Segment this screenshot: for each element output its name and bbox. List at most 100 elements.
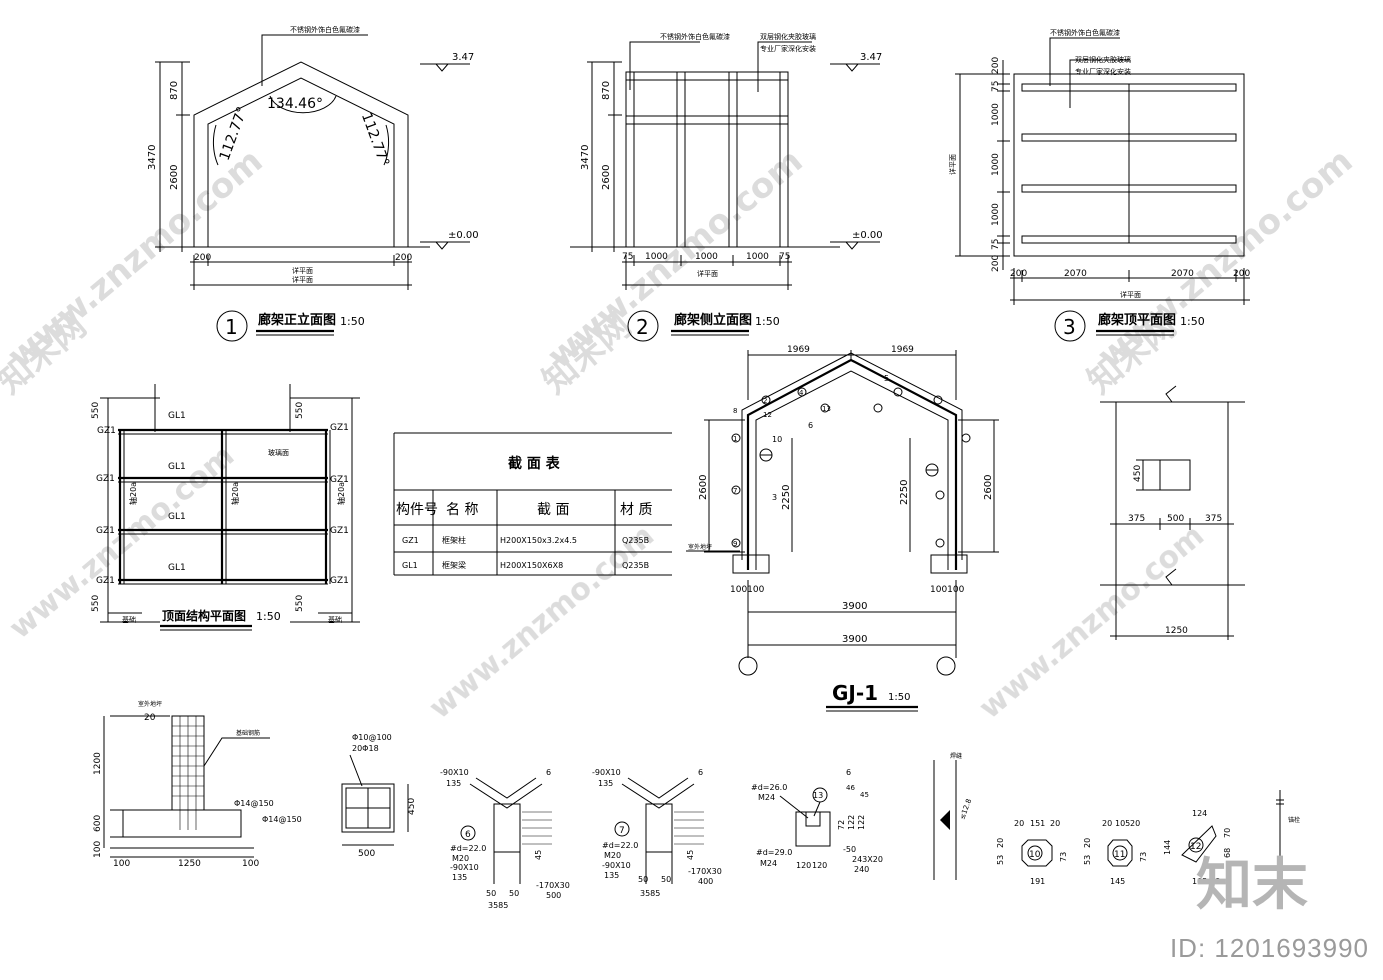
view-scale: 1:50 bbox=[1180, 315, 1205, 328]
watermark-site-6: www.znzmo.com bbox=[973, 518, 1211, 726]
glass-note: 玻璃面 bbox=[268, 448, 289, 457]
dim-top-1: 20 bbox=[1102, 819, 1112, 828]
side-note: 基础钢筋 bbox=[236, 729, 260, 737]
dim-bottom-2: 50 bbox=[661, 875, 671, 884]
bubble-8: 8 bbox=[733, 407, 737, 415]
base-plate: -170X30 bbox=[536, 881, 570, 890]
bubble-12: 12 bbox=[763, 411, 772, 419]
foot-label-left: 基础 bbox=[122, 615, 136, 624]
dim-right-1: 72 bbox=[837, 820, 846, 830]
dim-col-left: 200 bbox=[194, 253, 211, 263]
table-cell: 框架柱 bbox=[442, 535, 466, 545]
beam-label-left: 轴20a bbox=[128, 482, 138, 505]
dim-bottom-3: 3585 bbox=[488, 901, 508, 910]
level-top-label: 3.47 bbox=[860, 52, 882, 63]
dim-upper: 870 bbox=[601, 81, 612, 100]
plate-top: -90X10 bbox=[440, 768, 469, 777]
dim-bottom-2: 500 bbox=[1167, 514, 1184, 524]
bubble: 10 bbox=[1029, 850, 1041, 860]
material-note: 不锈钢外饰白色氟碳漆 bbox=[660, 32, 730, 41]
gz-label-4: GZ1 bbox=[330, 475, 349, 485]
dim-top-right: 550 bbox=[295, 402, 305, 419]
plate-2: 243X20 bbox=[852, 855, 883, 864]
glass-note: 双层钢化夹胶玻璃 bbox=[760, 32, 816, 41]
dim-bottom-3: 375 bbox=[1205, 514, 1222, 524]
base-dim: 400 bbox=[698, 877, 713, 886]
dim-side: 450 bbox=[407, 798, 417, 815]
view-scale: 1:50 bbox=[256, 610, 281, 623]
dim-height-right: 2600 bbox=[983, 475, 994, 500]
dim-total: 3470 bbox=[580, 145, 591, 170]
small-2: 45 bbox=[860, 791, 869, 799]
logo-watermark: 知末 bbox=[1196, 853, 1308, 918]
bubble-5: 5 bbox=[884, 374, 889, 383]
bubble-4: 4 bbox=[799, 389, 804, 397]
roof-plan: 不锈钢外饰白色氟碳漆 双层钢化夹胶玻璃 专业厂家深化安装 200 75 1000… bbox=[948, 28, 1250, 342]
dim-left-1: 200 bbox=[991, 57, 1001, 74]
plate-top-dim: 135 bbox=[446, 779, 461, 788]
angle-right: 112.77° bbox=[358, 111, 392, 169]
node-6-detail: -90X10 135 6 6 #d=22.0 M20 -90X10 135 -1… bbox=[440, 768, 570, 910]
dim-bottom-3: 1000 bbox=[695, 252, 718, 262]
drawing-id: ID: 1201693990 bbox=[1169, 933, 1369, 963]
bubble-6: 6 bbox=[808, 421, 813, 430]
bubble-13: 13 bbox=[822, 405, 831, 413]
anchor-detail: 锚栓 bbox=[1276, 790, 1300, 905]
bubble: 13 bbox=[813, 791, 823, 800]
hole-2: #d=29.0 bbox=[756, 848, 792, 857]
level-base-label: ±0.00 bbox=[852, 230, 883, 241]
hole-1: #d=26.0 bbox=[751, 783, 787, 792]
dim-bottom-left: 550 bbox=[91, 595, 101, 612]
dim-left-1: 53 bbox=[1083, 855, 1092, 865]
gl-label-2: GL1 bbox=[168, 462, 186, 472]
dim-label-1: 详平面 bbox=[292, 266, 313, 275]
dim-bottom: 145 bbox=[1110, 877, 1125, 886]
dim-left: 144 bbox=[1163, 840, 1172, 855]
plate-top: -90X10 bbox=[592, 768, 621, 777]
column-section: Φ10@100 20Φ18 450 500 bbox=[341, 733, 417, 859]
dim-height: 450 bbox=[1133, 465, 1143, 482]
weld: 6 bbox=[846, 768, 851, 777]
node-7-detail: -90X10 135 6 7 #d=22.0 M20 -90X10 135 -1… bbox=[592, 768, 722, 898]
side-elevation: 不锈钢外饰白色氟碳漆 双层钢化夹胶玻璃 专业厂家深化安装 3.47 ±0.00 … bbox=[570, 32, 883, 342]
rebar-2: Φ14@150 bbox=[262, 815, 302, 824]
dim-left-2: 600 bbox=[93, 815, 103, 832]
hole: #d=22.0 bbox=[602, 841, 638, 850]
bolt-1: M24 bbox=[758, 793, 775, 802]
table-header-section: 截 面 bbox=[537, 502, 569, 518]
dim-left-4: 1000 bbox=[991, 153, 1001, 176]
top-dim: 20 bbox=[144, 713, 156, 723]
dim-bottom-2: 50 bbox=[509, 889, 519, 898]
footing-section: 1200 600 100 室外地坪 20 基础钢筋 Φ14@150 Φ14@15… bbox=[93, 700, 302, 869]
plate-1: -50 bbox=[843, 845, 856, 854]
view-title: GJ-1 bbox=[832, 681, 878, 705]
view-scale: 1:50 bbox=[888, 692, 910, 703]
dim-bottom-4: 200 bbox=[1233, 269, 1250, 279]
bubble: 12 bbox=[1190, 842, 1201, 852]
dim-span-1: 3900 bbox=[842, 601, 867, 612]
dim-bottom-1: 50 bbox=[486, 889, 496, 898]
dim-bottom-4: 1000 bbox=[746, 252, 769, 262]
small-1: 46 bbox=[846, 784, 855, 792]
dim-top-right: 1969 bbox=[891, 345, 914, 355]
dim-left-1: 1200 bbox=[93, 752, 103, 775]
install-note: 专业厂家深化安装 bbox=[1075, 67, 1131, 76]
gl-label-1: GL1 bbox=[168, 411, 186, 421]
dim-bottom-1: 75 bbox=[622, 252, 633, 262]
dim-bottom-3: 2070 bbox=[1171, 269, 1194, 279]
dim-left-3: 1000 bbox=[991, 103, 1001, 126]
base-dim: 500 bbox=[546, 891, 561, 900]
dim-right-2: 68 bbox=[1223, 848, 1232, 858]
dim-bottom-1: 120 bbox=[796, 861, 811, 870]
view-number: 1 bbox=[225, 315, 238, 339]
dim-left-5: 1000 bbox=[991, 203, 1001, 226]
dim-height-left: 2600 bbox=[698, 475, 709, 500]
table-cell: H200X150X6X8 bbox=[500, 561, 563, 570]
dim-bottom-1: 200 bbox=[1010, 269, 1027, 279]
view-title: 顶面结构平面图 bbox=[162, 608, 246, 623]
dim-left-label: 详平面 bbox=[948, 154, 957, 175]
dim-top-2: 151 bbox=[1030, 819, 1045, 828]
bubble: 7 bbox=[619, 826, 625, 836]
dim-bottom-3: 100 bbox=[242, 859, 259, 869]
